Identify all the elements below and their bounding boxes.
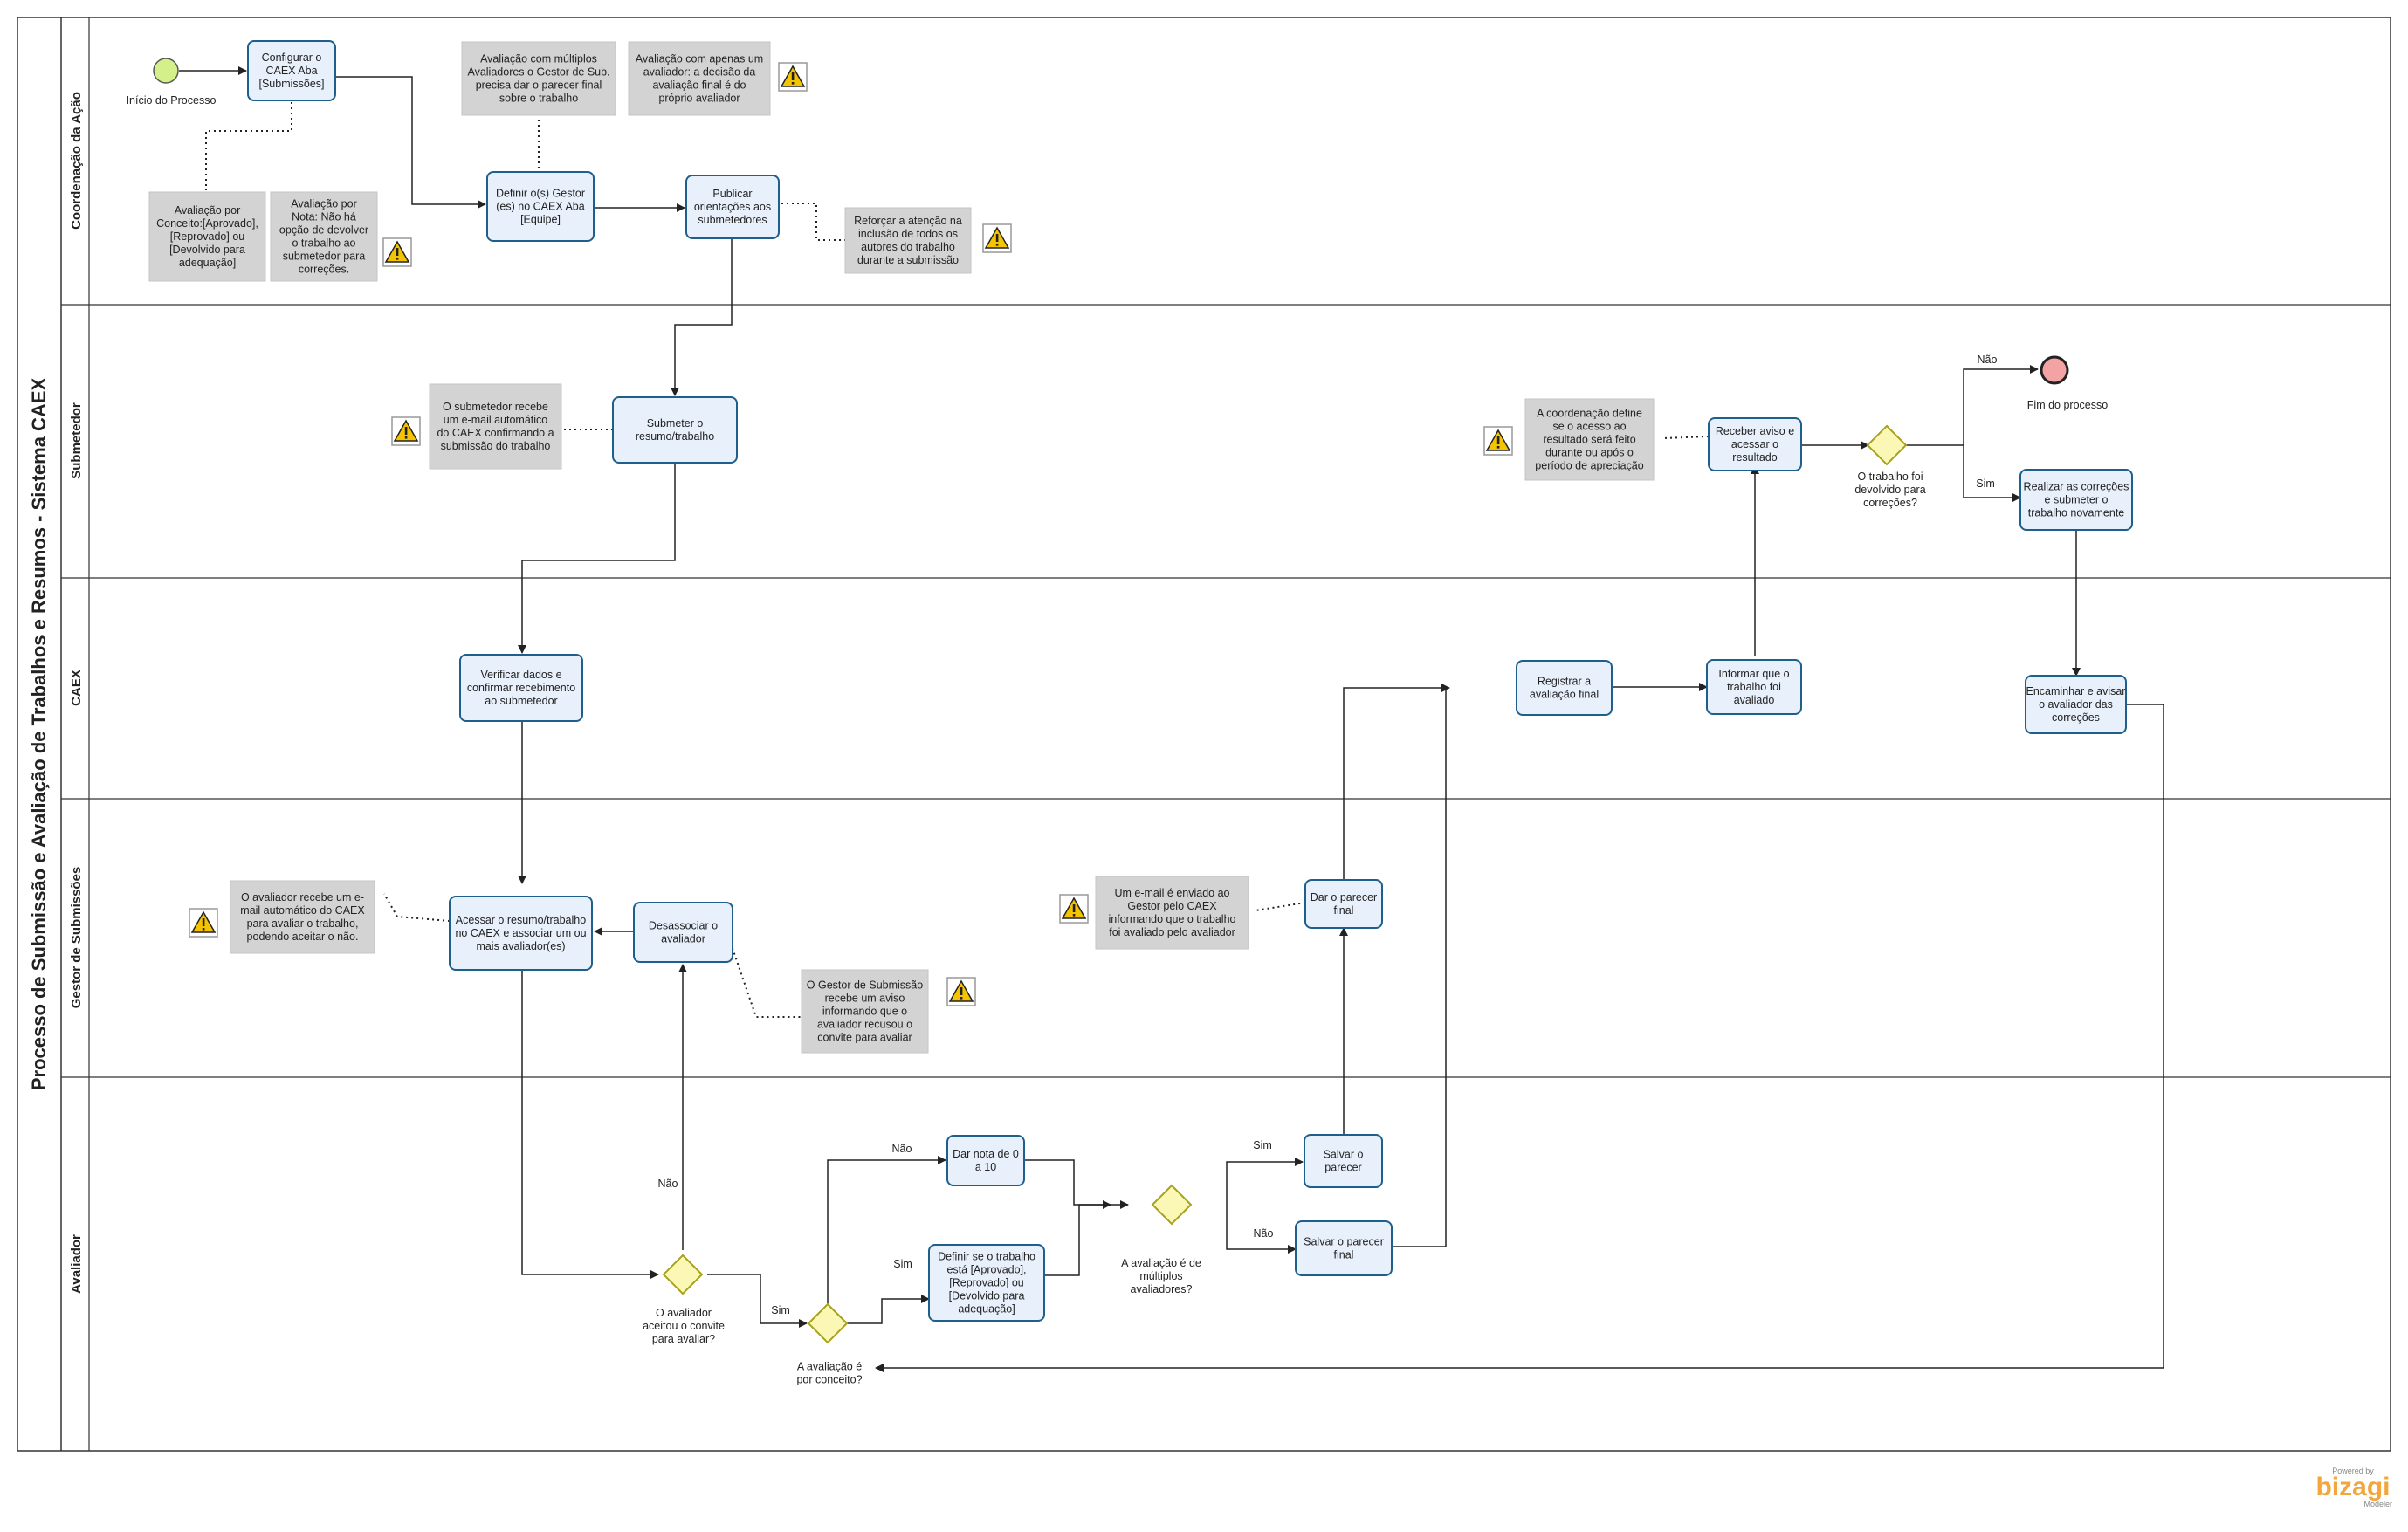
task-label: Definir o(s) Gestor(es) no CAEX Aba[Equi… [496,188,585,226]
logo-main-text: bizagi [2315,1473,2391,1501]
flow-label-sim-multiplos: Sim [1253,1139,1272,1151]
warning-icon [1059,894,1089,924]
warning-icon [382,237,412,267]
associations [205,102,1710,1018]
start-event[interactable] [153,58,179,84]
start-event-label: Início do Processo [127,94,217,106]
flow-label-nao-conceito: Não [892,1143,912,1155]
end-event[interactable] [2040,355,2069,385]
warning-icon [391,416,421,446]
logo-bottom-text: Modeler [2363,1500,2392,1508]
warning-icon [189,908,218,938]
warning-icon [778,62,808,92]
flow-label-sim-correcoes: Sim [1976,477,1995,490]
bizagi-logo: Powered by bizagi Modeler [2314,1467,2392,1508]
pool-title: Processo de Submissão e Avaliação de Tra… [28,378,50,1091]
lane-label-gestor: Gestor de Submissões [69,867,84,1009]
lane-label-caex: CAEX [69,670,84,706]
flow-label-sim-aceitou: Sim [771,1304,790,1316]
lane-label-avaliador: Avaliador [69,1234,84,1294]
sequence-flows [179,66,2164,1372]
warning-icon [982,223,1012,253]
warning-icon [1483,426,1513,456]
flow-label-nao-aceitou: Não [658,1178,678,1190]
flow-label-nao-multiplos: Não [1254,1227,1274,1240]
pool: Processo de Submissão e Avaliação de Tra… [17,17,2391,1452]
lane-label-submetedor: Submetedor [69,402,84,479]
annotation-avaliador-recebe: O avaliador recebe um e-mail automático … [230,880,375,954]
task-definir-gestor[interactable]: Definir o(s) Gestor(es) no CAEX Aba[Equi… [486,171,595,242]
flow-label-nao-fim: Não [1978,354,1998,366]
annotation-text: O avaliador recebe um e-mail automático … [240,891,365,943]
logo-top-text: Powered by [2332,1467,2374,1475]
end-event-label: Fim do processo [2027,399,2108,411]
flow-label-sim-conceito: Sim [893,1258,912,1270]
warning-icon [946,977,976,1006]
lane-label-coordenacao: Coordenação da Ação [69,92,84,230]
